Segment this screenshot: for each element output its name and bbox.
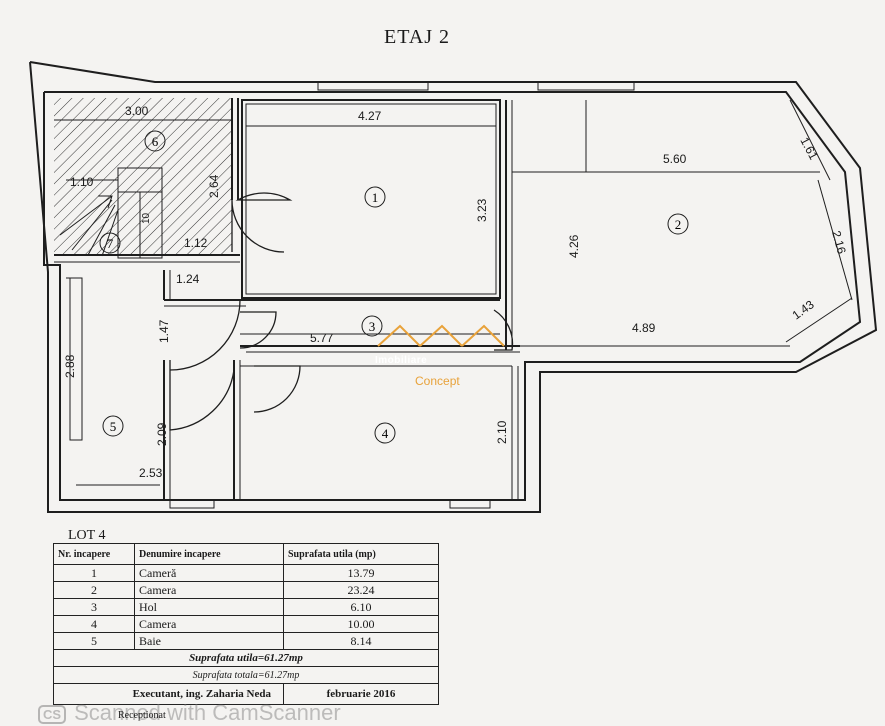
dim-label: 1.43 [790,297,817,322]
dim-label: 10 [141,212,152,224]
door-swings [169,192,514,431]
dimension-lines [66,99,853,347]
room-marker-4: 4 [382,426,389,441]
cell-area: 13.79 [283,564,439,582]
room-marker-1: 1 [372,190,379,205]
cell-nr: 3 [53,598,135,616]
dim-label: 4.26 [567,234,581,258]
cell-name: Hol [134,598,284,616]
cell-area: 6.10 [283,598,439,616]
cell-nr: 2 [53,581,135,599]
reception-label: Receptionat [118,710,166,721]
table-header-row: Nr. incapere Denumire incapere Suprafata… [53,543,439,565]
room-marker-3: 3 [369,319,376,334]
dim-label: 1.24 [176,272,200,286]
dim-label: 2.64 [207,174,221,198]
dim-label: 1.61 [797,135,820,162]
page-title: ETAJ 2 [384,26,451,48]
signature-row: Executant, ing. Zaharia Neda februarie 2… [53,683,439,705]
scanner-watermark-text: Scanned with CamScanner [74,700,341,725]
dim-label: 5.60 [663,152,687,166]
cell-nr: 4 [53,615,135,633]
scanner-watermark: CS Scanned with CamScanner [38,700,341,726]
logo-watermark-bottom: Concept [415,374,460,388]
floor-plan: 1 2 3 4 5 6 7 3.00 4.27 5.60 1.10 1.12 1… [29,61,878,513]
dim-label: 1.12 [184,236,208,250]
dim-label: 4.89 [632,321,656,335]
cell-name: Cameră [134,564,284,582]
cell-area: 8.14 [283,632,439,650]
room-area-table: Nr. incapere Denumire incapere Suprafata… [53,543,439,705]
room-marker-6: 6 [152,134,159,149]
cell-area: 23.24 [283,581,439,599]
dim-label: 2.10 [495,420,509,444]
cell-nr: 1 [53,564,135,582]
useful-area-row: Suprafata utila=61.27mp [53,649,439,667]
date: februarie 2016 [283,683,439,705]
dim-label: 1.47 [157,319,171,343]
table-row: 3 Hol 6.10 [53,598,439,616]
dim-label: 1.10 [70,175,94,189]
useful-area-total: Suprafata utila=61.27mp [53,649,439,667]
cell-nr: 5 [53,632,135,650]
interior-walls [54,81,820,509]
cell-name: Baie [134,632,284,650]
dim-label: 2.88 [63,354,77,378]
lot-label: LOT 4 [68,528,106,543]
room-marker-2: 2 [675,217,682,232]
executant: Executant, ing. Zaharia Neda [53,683,284,705]
camscanner-icon: CS [38,704,67,724]
house-logo-icon [377,324,505,347]
table-row: 4 Camera 10.00 [53,615,439,633]
dim-label: 4.27 [358,109,382,123]
header-area: Suprafata utila (mp) [283,543,439,565]
header-nr: Nr. incapere [53,543,135,565]
room-marker-5: 5 [110,419,117,434]
cell-name: Camera [134,615,284,633]
dim-label: 2.53 [139,466,163,480]
room-marker-circles [99,130,689,444]
dim-label: 3.23 [475,198,489,222]
dim-label: 2.09 [155,422,169,446]
stair-hatch-area [54,98,232,255]
total-area-row: Suprafata totala=61.27mp [53,666,439,684]
table-row: 2 Camera 23.24 [53,581,439,599]
dim-label: 5.77 [310,331,334,345]
table-row: 5 Baie 8.14 [53,632,439,650]
cell-area: 10.00 [283,615,439,633]
table-row: 1 Cameră 13.79 [53,564,439,582]
dim-label: 2.16 [829,229,849,255]
total-area: Suprafata totala=61.27mp [53,666,439,684]
cell-name: Camera [134,581,284,599]
room-marker-7: 7 [107,236,114,251]
header-name: Denumire incapere [134,543,284,565]
logo-watermark-top: Imobiliare [375,355,428,366]
dim-label: 3.00 [125,104,149,118]
